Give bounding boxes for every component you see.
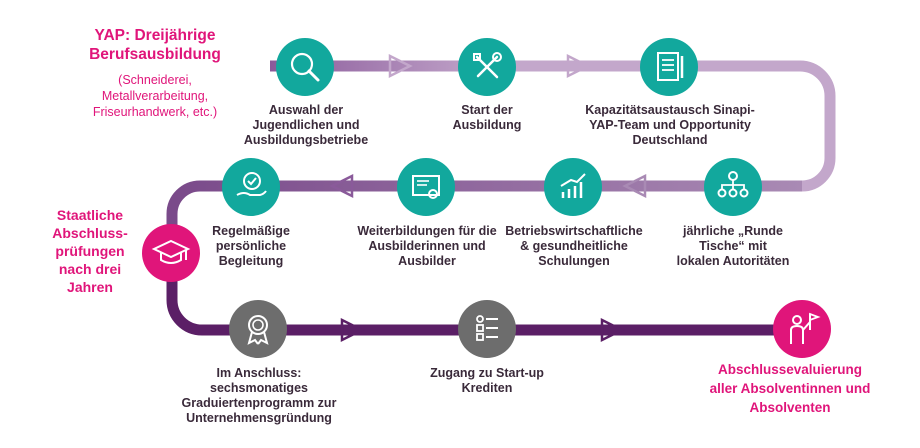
flag-person-icon bbox=[773, 300, 831, 358]
step-credit-label: Zugang zu Start-up Krediten bbox=[430, 366, 544, 395]
diagram-subtitle: (Schneiderei, Metallverarbeitung, Friseu… bbox=[92, 73, 218, 119]
checklist-icon bbox=[458, 300, 516, 358]
diagram-title: YAP: Dreijährige Berufsausbildung bbox=[89, 27, 221, 63]
step-support-label: Regelmäßige persönliche Begleitung bbox=[212, 224, 290, 268]
certificate-icon bbox=[397, 158, 455, 216]
step-graduate-program-label: sechsmonatiges Graduiertenprogramm zur U… bbox=[181, 381, 337, 425]
hand-check-icon bbox=[222, 158, 280, 216]
network-icon bbox=[704, 158, 762, 216]
step-evaluation-label: Abschlussevaluierung aller Absolventinne… bbox=[709, 362, 871, 415]
step-start-label: Start der Ausbildung bbox=[452, 103, 522, 132]
growth-chart-icon bbox=[544, 158, 602, 216]
step-graduate-program-heading: Im Anschluss: bbox=[216, 366, 302, 380]
award-icon bbox=[229, 300, 287, 358]
step-selection-label: Auswahl der Jugendlichen und Ausbildungs… bbox=[243, 103, 369, 147]
step-capacity-label: Kapazitätsaustausch Sinapi-YAP-Team und … bbox=[585, 103, 755, 147]
document-icon bbox=[640, 38, 698, 96]
graduation-cap-icon bbox=[142, 224, 200, 282]
step-training-label: Betriebswirtschaftliche & gesundheitlich… bbox=[505, 224, 643, 268]
step-trainer-label: Weiterbildungen für die Ausbilderinnen u… bbox=[357, 224, 497, 268]
step-graduate-program-text: Im Anschluss: sechsmonatiges Graduierten… bbox=[178, 366, 340, 426]
exam-label: Staatliche Abschluss-prüfungen nach drei… bbox=[52, 207, 128, 295]
tools-icon bbox=[458, 38, 516, 96]
step-roundtable-label: jährliche „Runde Tische“ mit lokalen Aut… bbox=[676, 224, 790, 268]
search-icon bbox=[276, 38, 334, 96]
